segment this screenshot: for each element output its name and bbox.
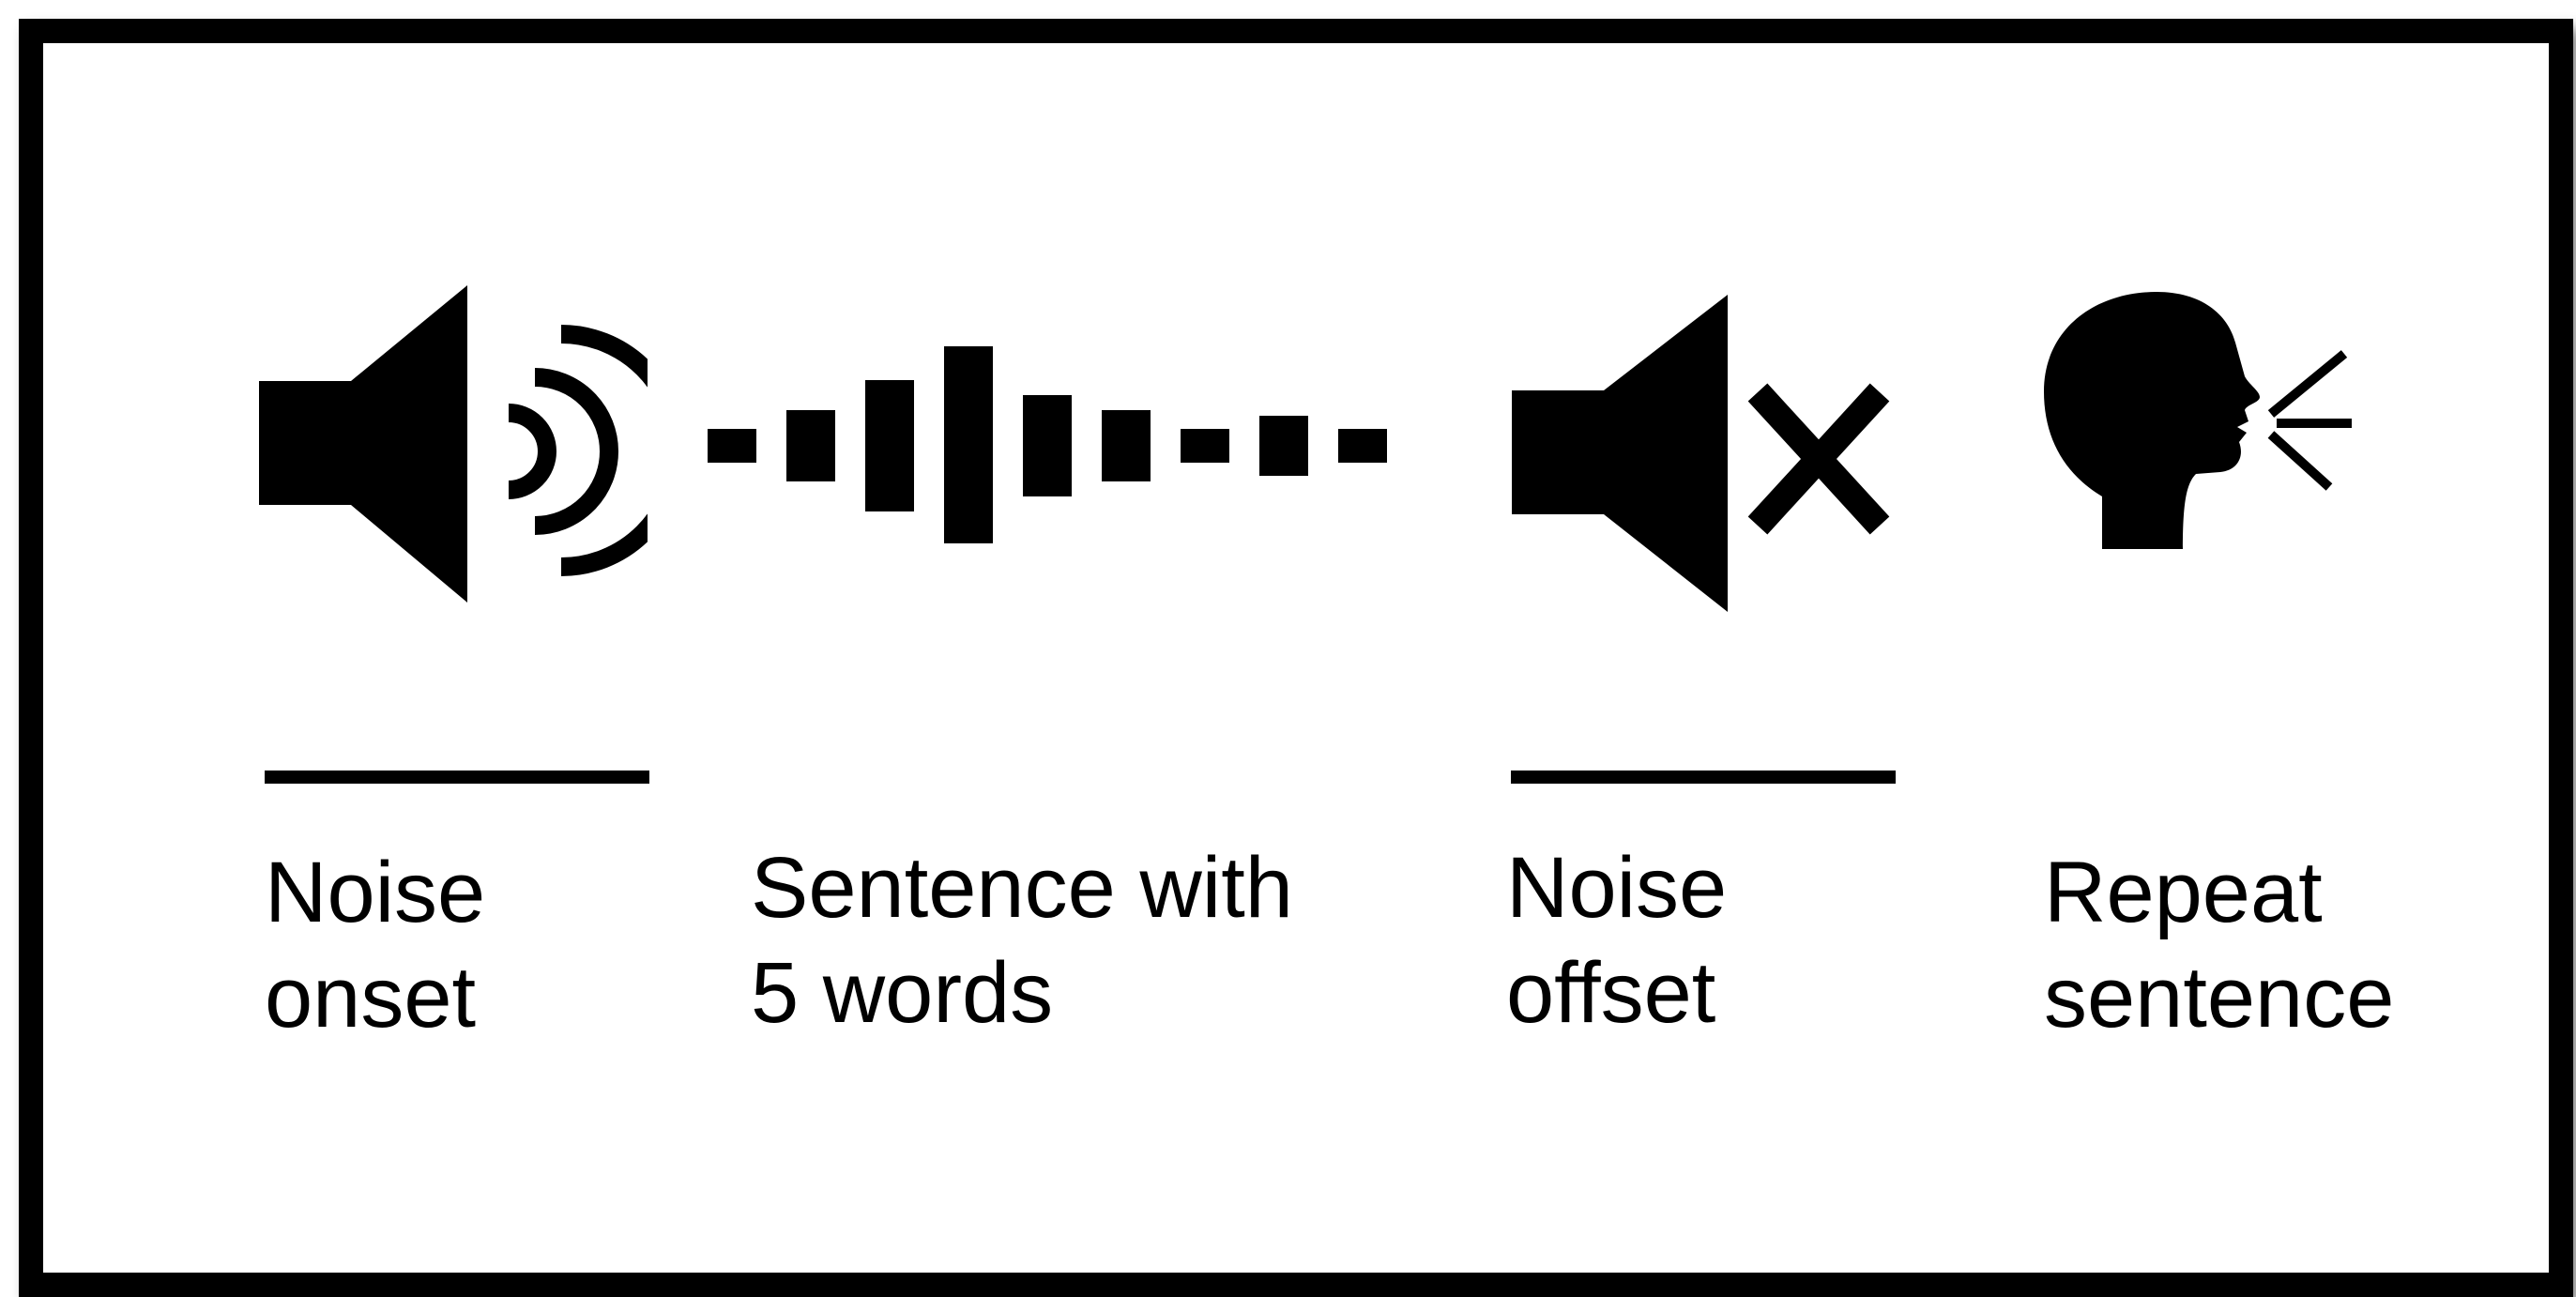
diagram-frame [19, 19, 2573, 1297]
repeat-sentence-label-line2: sentence [2044, 950, 2395, 1045]
noise-offset-rule [1511, 771, 1896, 784]
sentence-label-line1: Sentence with [751, 840, 1293, 936]
noise-onset-label-line2: onset [265, 950, 477, 1045]
speaking-head-icon [2044, 292, 2352, 549]
noise-offset-label-line1: Noise [1506, 840, 1728, 936]
noise-onset-label: Noise onset [265, 840, 485, 1050]
speaker-muted-icon [1512, 295, 1890, 612]
noise-offset-label: Noise offset [1506, 835, 1727, 1045]
noise-onset-rule [265, 771, 649, 784]
waveform-icon [708, 346, 1387, 543]
sentence-label: Sentence with 5 words [751, 835, 1293, 1045]
noise-offset-label-line2: offset [1506, 945, 1716, 1041]
speaker-sound-icon [259, 285, 648, 603]
noise-onset-label-line1: Noise [265, 845, 486, 940]
repeat-sentence-label: Repeat sentence [2044, 840, 2394, 1050]
sentence-label-line2: 5 words [751, 945, 1054, 1041]
repeat-sentence-label-line1: Repeat [2044, 845, 2323, 940]
